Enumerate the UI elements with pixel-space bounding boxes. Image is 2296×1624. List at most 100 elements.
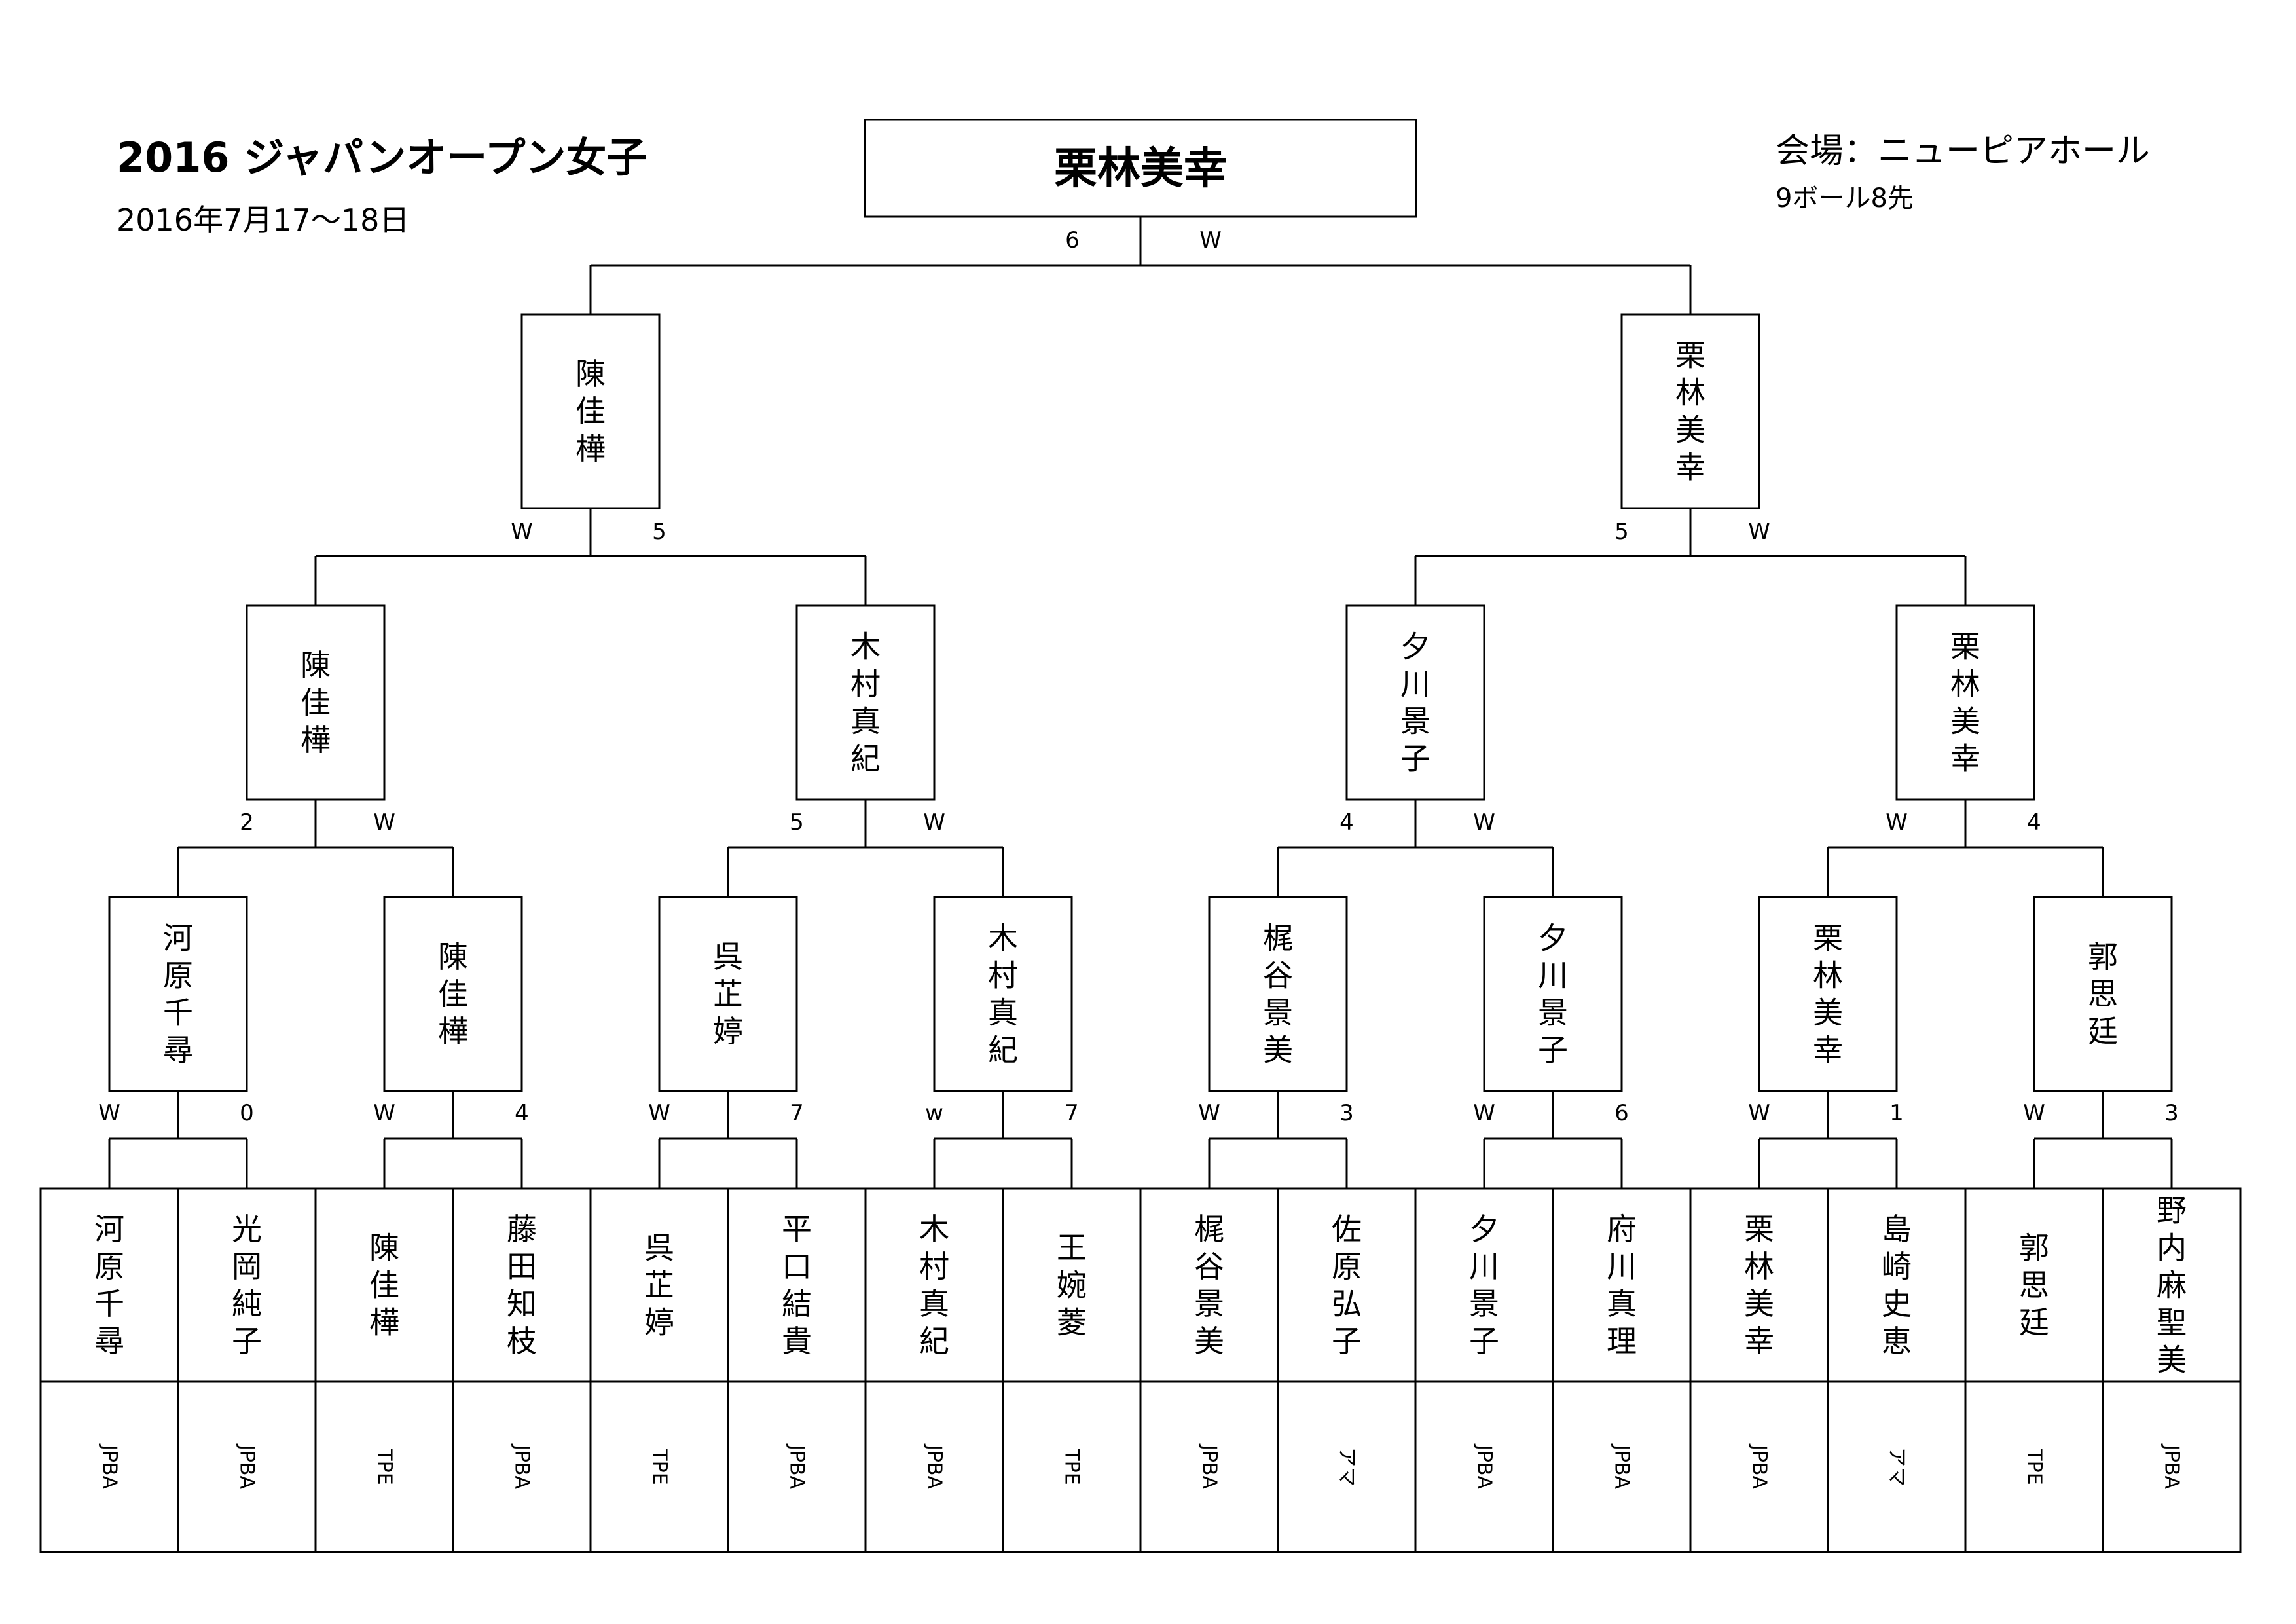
name-char: 美 [1194, 1323, 1224, 1359]
name-char: 村 [850, 667, 881, 702]
name-char: 聖 [2157, 1305, 2187, 1340]
name-char: 幸 [1744, 1323, 1774, 1359]
winner-box [1620, 313, 1760, 509]
name-char: 梶 [1263, 921, 1293, 956]
match-rule: 9ボール8先 [1776, 183, 1914, 213]
player-affiliation: JPBA [511, 1443, 534, 1490]
name-char: 麻 [2157, 1268, 2187, 1303]
name-char: 千 [163, 995, 193, 1031]
name-char: 岡 [232, 1249, 262, 1284]
player-name: 王婉菱 [1057, 1230, 1087, 1340]
name-char: 林 [1675, 375, 1705, 411]
name-char: 平 [782, 1211, 812, 1247]
winner-box [383, 896, 523, 1092]
match-score-right: 7 [1065, 1100, 1079, 1126]
match-score-left: W [1473, 1100, 1495, 1126]
player-affiliation: TPE [373, 1448, 396, 1485]
name-char: 内 [2157, 1230, 2187, 1266]
match-score-left: 5 [790, 809, 804, 836]
page-title: 2016 ジャパンオープン女子 [117, 134, 647, 181]
name-char: 廷 [2019, 1305, 2049, 1340]
name-char: 崎 [1882, 1249, 1912, 1284]
name-char: 原 [1332, 1249, 1362, 1284]
name-char: 景 [1194, 1286, 1224, 1321]
name-char: 恵 [1882, 1323, 1912, 1359]
winner-box [246, 604, 386, 801]
player-name: 栗林美幸 [1744, 1211, 1774, 1359]
player-affiliation: JPBA [786, 1443, 809, 1490]
name-char: 真 [1607, 1286, 1637, 1321]
match-score-right: 3 [1339, 1100, 1354, 1126]
winner-name: 郭思廷 [2088, 939, 2118, 1049]
winner-box [1895, 604, 2035, 801]
winner-box [933, 896, 1073, 1092]
name-char: 真 [850, 704, 881, 739]
name-char: 口 [782, 1249, 812, 1284]
winner-box [1483, 896, 1623, 1092]
name-char: 美 [1744, 1286, 1774, 1321]
match-score-left: 6 [1065, 227, 1080, 253]
name-char: 佐 [1332, 1211, 1362, 1247]
name-char: 美 [1813, 995, 1843, 1031]
name-char: 光 [232, 1211, 262, 1247]
player-affiliation: JPBA [98, 1443, 121, 1490]
name-char: 樺 [369, 1305, 399, 1340]
name-char: 田 [507, 1249, 537, 1284]
match-score-right: W [1199, 227, 1222, 253]
match-score-left: W [1886, 809, 1908, 836]
name-char: 夕 [1538, 921, 1568, 956]
match-score-right: 4 [2027, 809, 2041, 836]
name-char: 村 [919, 1249, 949, 1284]
match-score-right: W [1473, 809, 1495, 836]
name-char: 栗 [1675, 338, 1705, 373]
match-score-left: W [1198, 1100, 1220, 1126]
player-affiliation: JPBA [1198, 1443, 1221, 1490]
name-char: 林 [1950, 667, 1980, 702]
winner-box [2033, 896, 2173, 1092]
winner-name: 栗林美幸 [1675, 338, 1705, 485]
name-char: 呉 [644, 1230, 674, 1266]
name-char: 林 [1744, 1249, 1774, 1284]
match-score-right: 0 [240, 1100, 254, 1126]
winner-box [520, 313, 661, 509]
winner-box [795, 604, 936, 801]
name-char: 原 [94, 1249, 124, 1284]
name-char: 純 [232, 1286, 262, 1321]
name-char: 真 [988, 995, 1018, 1031]
name-char: 栗 [1813, 921, 1843, 956]
name-char: 尋 [94, 1323, 124, 1359]
name-char: 紀 [850, 741, 881, 777]
name-char: 栗 [1950, 629, 1980, 665]
name-char: 野 [2157, 1193, 2187, 1228]
name-char: 子 [1469, 1323, 1499, 1359]
match-score-right: 7 [790, 1100, 804, 1126]
event-date: 2016年7月17～18日 [117, 202, 410, 238]
match-score-right: W [923, 809, 945, 836]
name-char: 思 [2088, 976, 2118, 1012]
name-char: 樺 [575, 431, 606, 466]
match-score-right: 5 [652, 519, 666, 545]
name-char: 川 [1400, 667, 1430, 702]
name-char: 幸 [1813, 1033, 1843, 1068]
match-score-left: W [511, 519, 533, 545]
match-score-right: 3 [2164, 1100, 2179, 1126]
name-char: 婉 [1057, 1268, 1087, 1303]
winner-box [1758, 896, 1898, 1092]
match-score-left: W [648, 1100, 670, 1126]
winner-name: 陳佳樺 [575, 356, 606, 466]
name-char: 陳 [438, 939, 468, 974]
name-char: 婷 [713, 1014, 743, 1049]
name-char: 木 [919, 1211, 949, 1247]
name-char: 弘 [1332, 1286, 1362, 1321]
name-char: 結 [782, 1286, 812, 1321]
